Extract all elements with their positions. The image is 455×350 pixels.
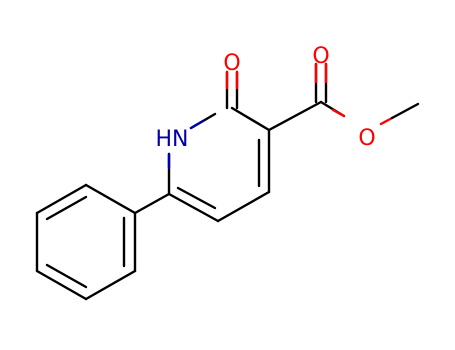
- atom-ester-ether-oxygen: O: [358, 126, 375, 151]
- bond-c6-phenyl: [133, 192, 171, 215]
- bond-oether-methyl-o: [379, 116, 394, 126]
- bond-ph2: [84, 269, 137, 301]
- bond-c2-c3: [230, 106, 271, 132]
- bond-cester-oether-o: [331, 108, 346, 118]
- bond-c5-c6-double: [176, 186, 217, 210]
- bond-c4-c5: [216, 190, 271, 223]
- bond-ph5: [35, 183, 88, 215]
- atom-carbonyl-oxygen: O: [223, 51, 240, 76]
- bond-oether-methyl: [390, 102, 420, 120]
- bond-ph5-double: [45, 195, 88, 221]
- atom-nh: HN: [156, 127, 189, 152]
- bond-ph3: [35, 269, 88, 301]
- bond-ph6: [84, 183, 137, 215]
- atom-ester-carbonyl-oxygen: O: [312, 44, 329, 69]
- bond-n1-c2-n: [189, 119, 205, 130]
- bond-ph3-double: [45, 263, 88, 289]
- bond-c3-cester: [267, 100, 323, 132]
- bond-c5-c6: [167, 192, 220, 223]
